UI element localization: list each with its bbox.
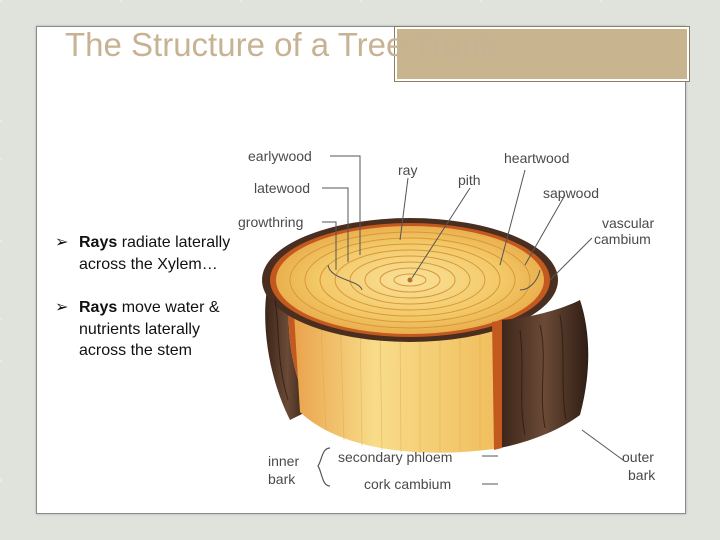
label-pith: pith — [458, 172, 481, 188]
growth-rings — [289, 231, 531, 329]
label-cork-cambium: cork cambium — [364, 476, 451, 492]
label-cambium: cambium — [594, 231, 651, 247]
label-inner: inner — [268, 453, 299, 469]
bullet-list: ➢ Rays radiate laterally across the Xyle… — [55, 232, 235, 384]
title-accent-box — [394, 26, 690, 82]
inner-bark-brace — [317, 447, 331, 487]
tree-trunk-diagram: earlywood latewood growthring ray pith h… — [238, 148, 656, 492]
arrow-bullet-icon: ➢ — [55, 299, 69, 316]
label-secondary-phloem: secondary phloem — [338, 449, 452, 465]
bullet-bold-term: Rays — [79, 234, 118, 251]
arrow-bullet-icon: ➢ — [55, 234, 69, 251]
label-heartwood: heartwood — [504, 150, 569, 166]
bullet-item: ➢ Rays move water & nutrients laterally … — [55, 297, 235, 362]
label-growth-ring: growthring — [238, 214, 303, 230]
label-latewood: latewood — [254, 180, 310, 196]
bullet-bold-term: Rays — [79, 299, 118, 316]
slide-title: The Structure of a Tree Trunk — [65, 26, 497, 63]
label-bark-inner: bark — [268, 471, 296, 487]
label-sapwood: sapwood — [543, 185, 599, 201]
pith-center — [407, 277, 413, 283]
label-earlywood: earlywood — [248, 148, 312, 164]
label-outer: outer — [622, 449, 654, 465]
bullet-item: ➢ Rays radiate laterally across the Xyle… — [55, 232, 235, 275]
label-ray: ray — [398, 162, 417, 178]
leader-lines — [322, 155, 624, 485]
label-bark-outer: bark — [628, 467, 656, 483]
right-inner-bark — [492, 320, 502, 450]
bark-texture — [274, 299, 567, 436]
bullet-text: move water & nutrients laterally across … — [79, 299, 220, 359]
bullet-text: radiate laterally across the Xylem… — [79, 234, 231, 273]
label-vascular: vascular — [602, 215, 654, 231]
